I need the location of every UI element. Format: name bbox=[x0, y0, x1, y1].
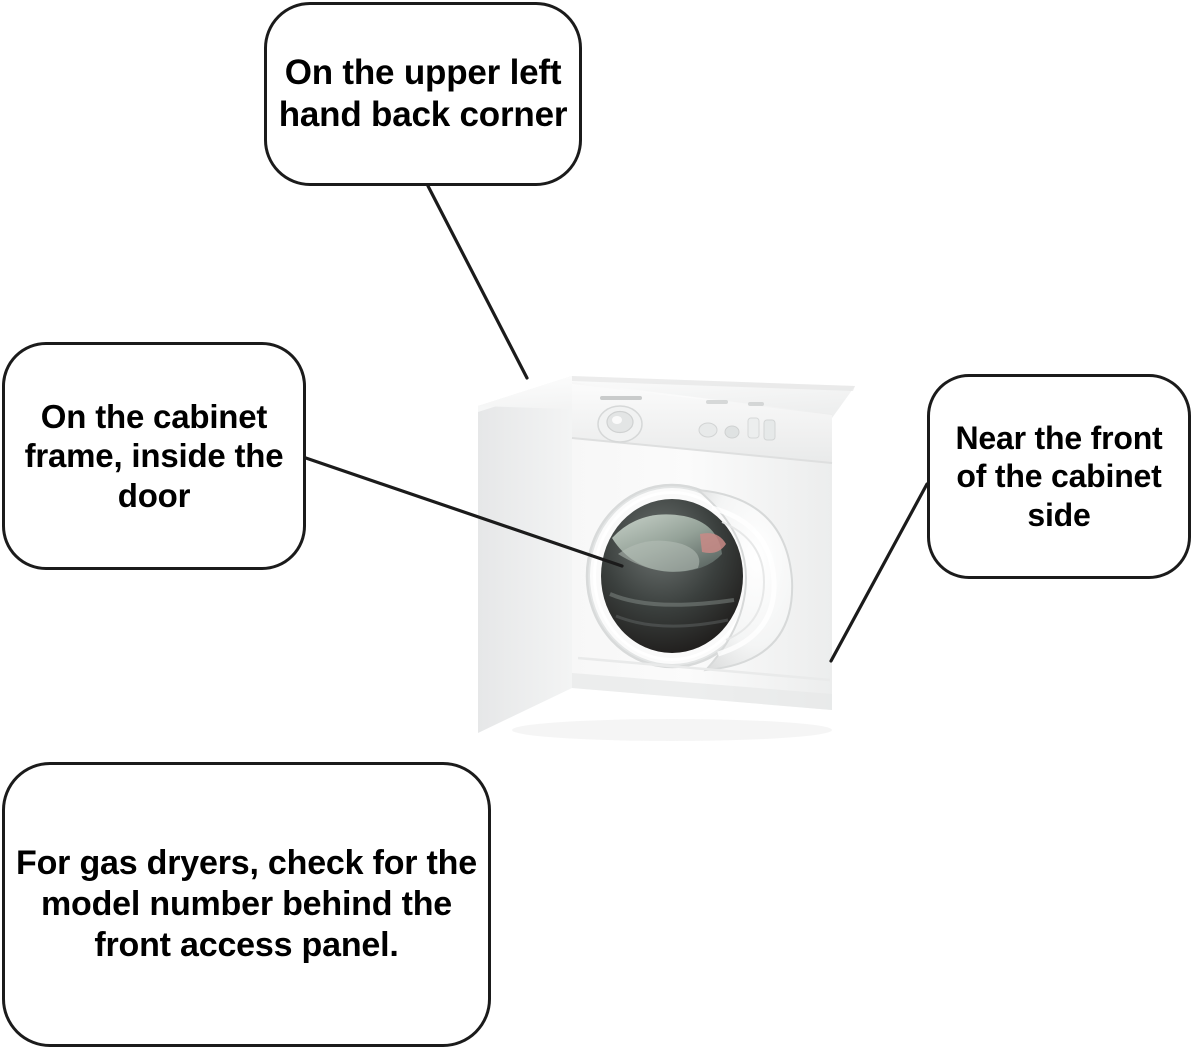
brand-mark bbox=[600, 396, 642, 400]
panel-indicators[interactable] bbox=[698, 400, 776, 441]
callout-left-text: On the cabinet frame, inside the door bbox=[24, 397, 284, 514]
dryer-door[interactable] bbox=[694, 488, 794, 672]
callout-bottom-gas-dryers-access-panel[interactable]: For gas dryers, check for the model numb… bbox=[2, 762, 491, 1047]
dryer-illustration bbox=[478, 376, 855, 741]
cabinet-side bbox=[478, 376, 572, 733]
ground-shadow bbox=[512, 719, 832, 741]
control-panel bbox=[571, 384, 833, 464]
laundry-accent bbox=[700, 533, 726, 553]
callout-top-text: On the upper left hand back corner bbox=[278, 53, 568, 134]
callout-bottom-text: For gas dryers, check for the model numb… bbox=[16, 844, 477, 964]
callout-right-front-of-cabinet-side[interactable]: Near the front of the cabinet side bbox=[927, 374, 1191, 579]
access-panel-seam bbox=[577, 656, 831, 682]
callout-left-cabinet-frame-inside-door[interactable]: On the cabinet frame, inside the door bbox=[2, 342, 306, 570]
top-callout-leader bbox=[426, 184, 529, 380]
callout-top-upper-left-back-corner[interactable]: On the upper left hand back corner bbox=[264, 2, 582, 186]
callout-right-text: Near the front of the cabinet side bbox=[955, 419, 1163, 533]
selector-knob[interactable] bbox=[597, 405, 643, 443]
drum-opening bbox=[585, 483, 759, 669]
